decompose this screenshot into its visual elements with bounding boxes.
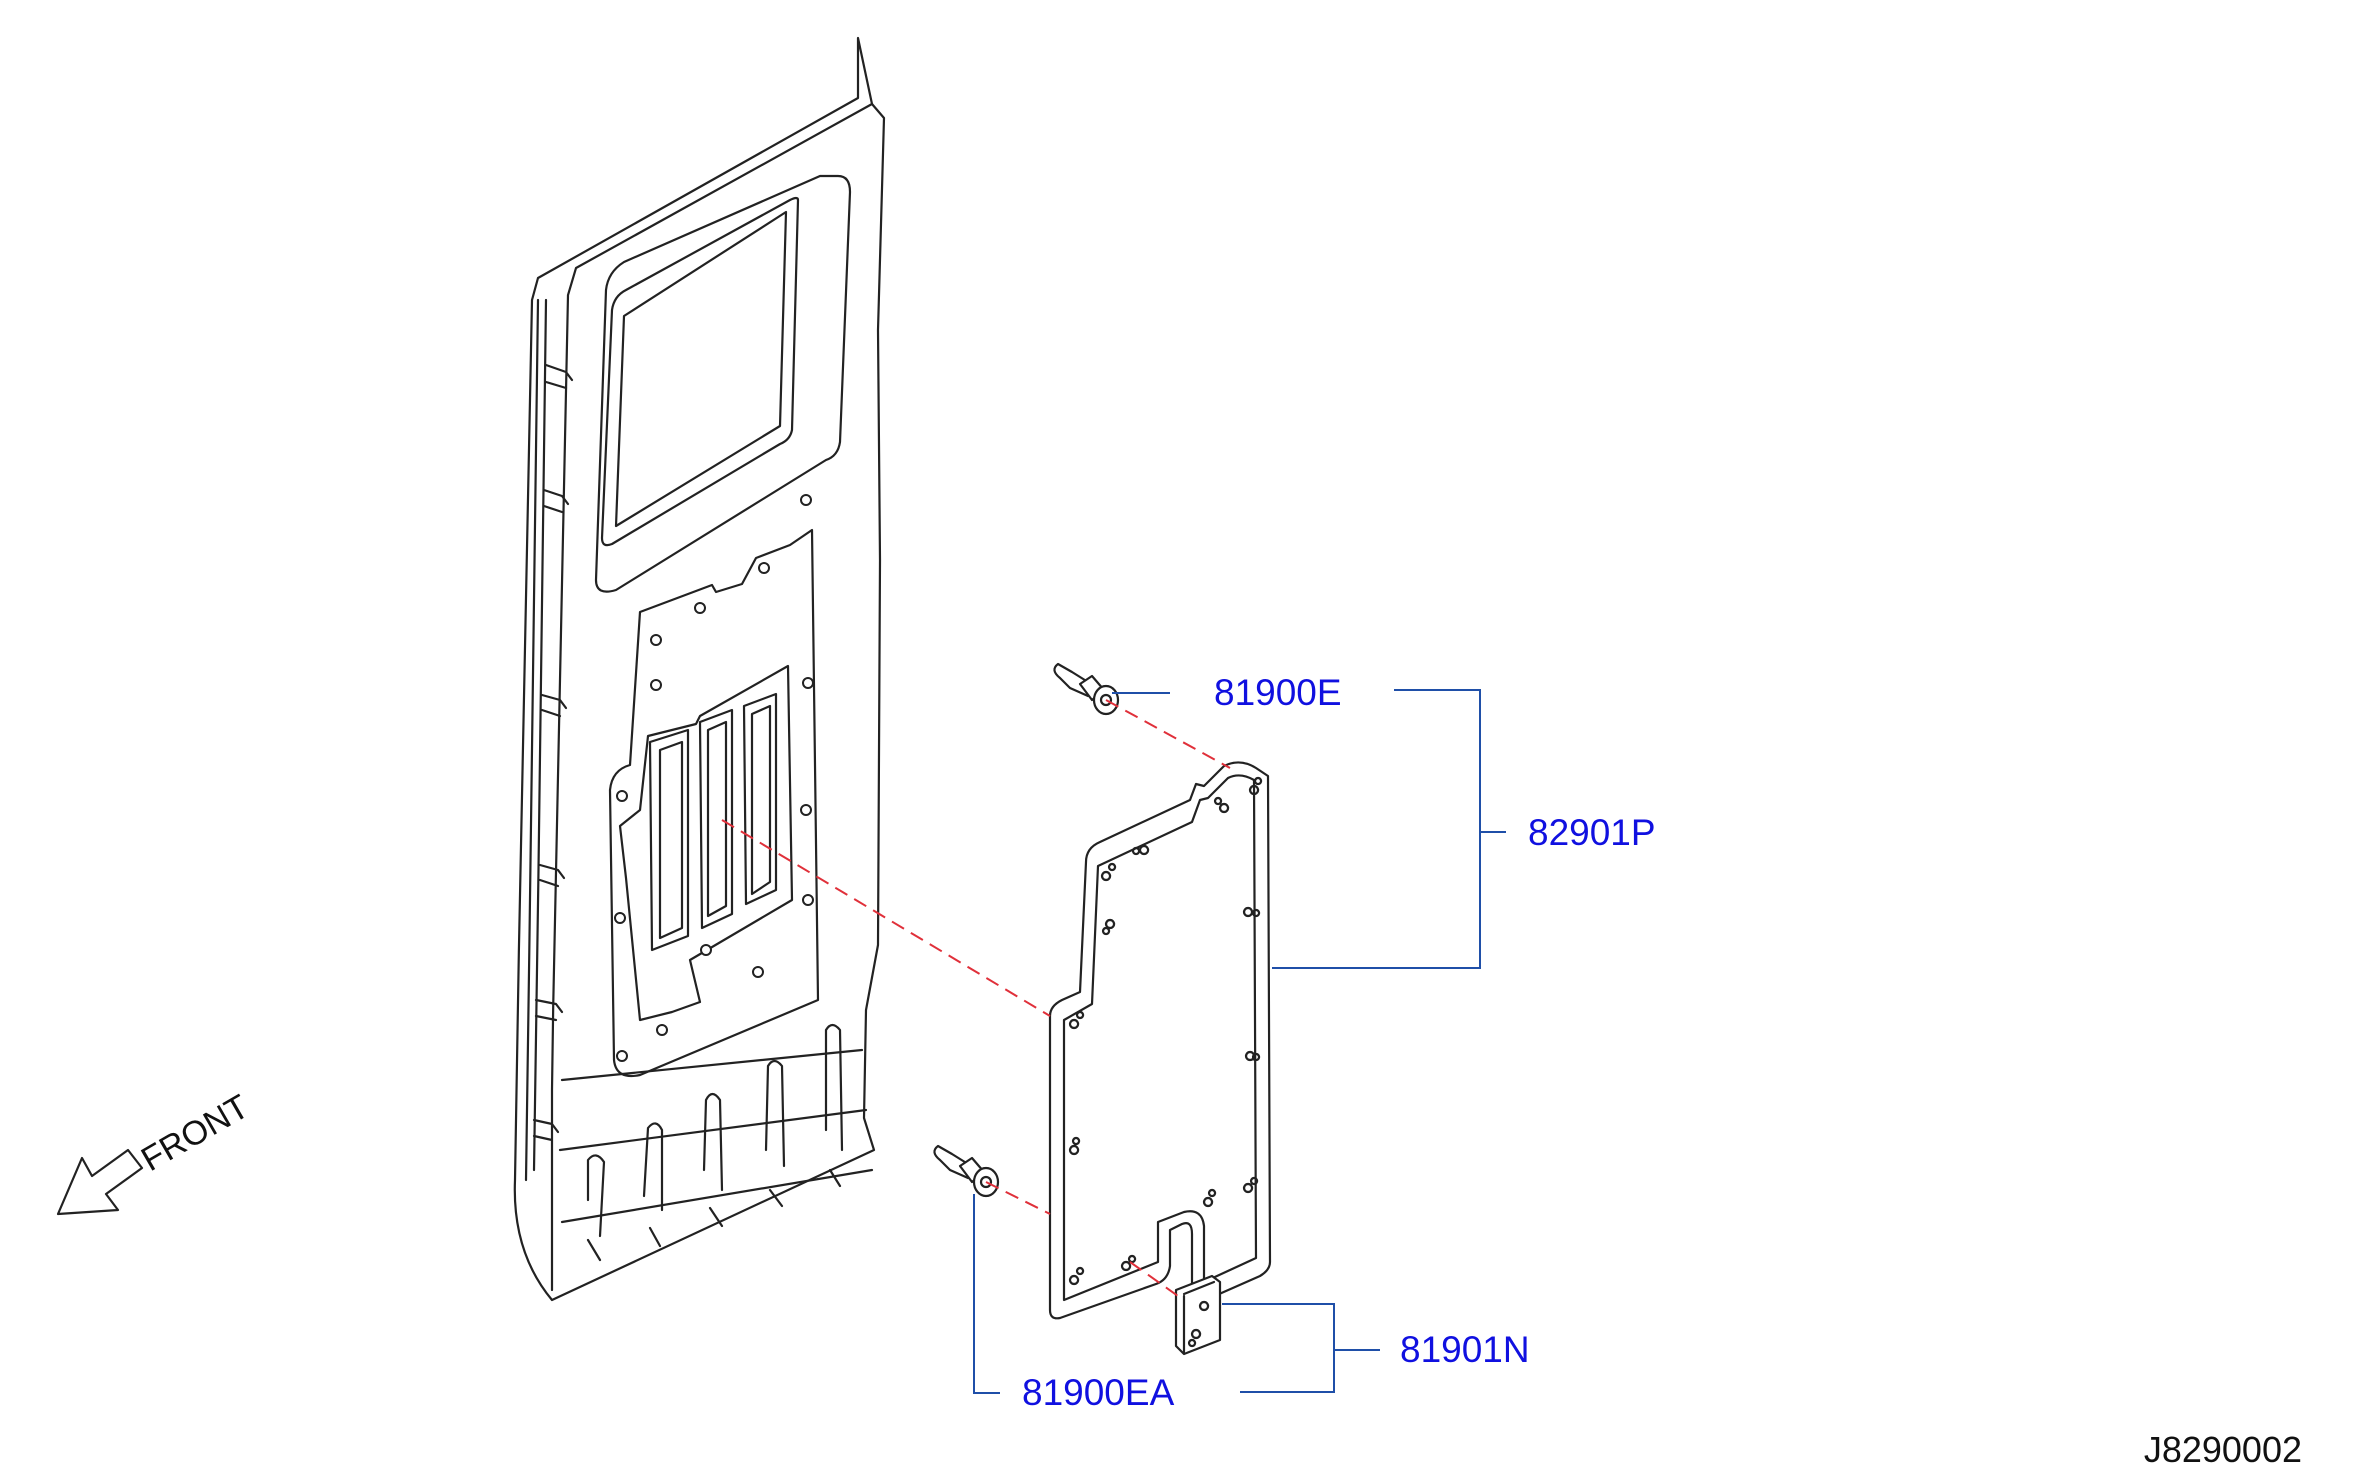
trim-panel-outline xyxy=(1048,761,1272,1320)
leader-81901N xyxy=(1222,1303,1380,1393)
label-81900EA: 81900EA xyxy=(1022,1372,1175,1413)
trim-keyholes xyxy=(1068,776,1263,1286)
leader-82901P xyxy=(1272,689,1506,969)
callout-leaders xyxy=(973,689,1506,1394)
leader-81900EA xyxy=(973,1194,1000,1394)
front-arrow-icon xyxy=(56,1148,144,1216)
door-inner-frame xyxy=(550,102,874,1292)
clip-81900E xyxy=(1053,662,1120,716)
label-82901P: 82901P xyxy=(1528,812,1656,853)
door-mount-holes xyxy=(614,494,814,1062)
rear-door-panel xyxy=(513,36,886,1302)
door-hinge-strip-2 xyxy=(532,298,548,1172)
label-81900E: 81900E xyxy=(1214,672,1342,713)
service-panel-inner xyxy=(618,664,794,1022)
front-label: FRONT xyxy=(135,1087,255,1178)
clip-81900EA xyxy=(933,1144,1000,1198)
alignment-lines xyxy=(721,699,1231,1297)
door-hinge-strip xyxy=(524,298,540,1182)
door-outer-outline xyxy=(513,36,886,1302)
trim-panel-82901P xyxy=(1048,761,1272,1320)
door-hinge-notches xyxy=(532,363,574,1142)
label-81901N: 81901N xyxy=(1400,1329,1530,1370)
pad-81901N xyxy=(1174,1274,1222,1356)
drawing-code: J8290002 xyxy=(2144,1429,2302,1470)
vent-slots xyxy=(648,692,778,952)
window-frame-outer xyxy=(594,174,852,593)
window-glass-inner xyxy=(614,210,788,528)
door-bottom-fins xyxy=(558,1023,874,1262)
window-glass-opening xyxy=(600,196,800,547)
front-indicator: FRONT xyxy=(56,1087,255,1216)
